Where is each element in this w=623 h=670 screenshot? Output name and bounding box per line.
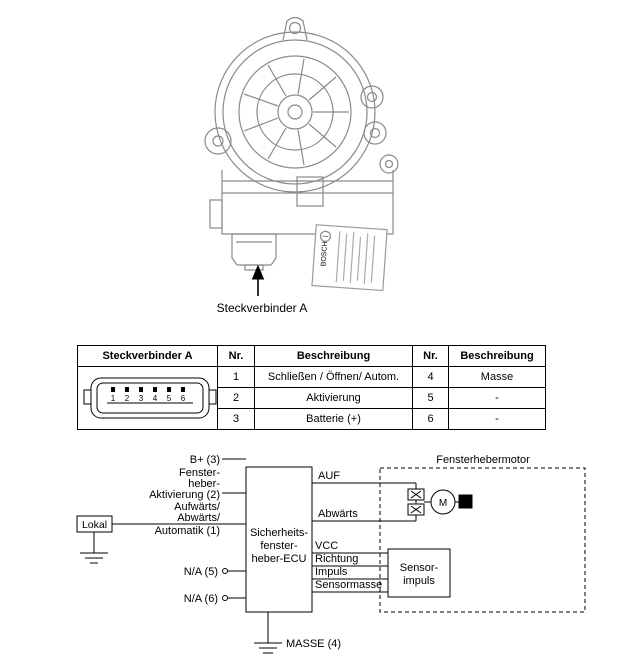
connector-callout-label: Steckverbinder A [217, 301, 308, 315]
col-header-beschreibung-2: Beschreibung [448, 345, 546, 367]
label-na6: N/A (6) [184, 593, 218, 605]
bosch-logo [319, 230, 332, 242]
label-sensormasse: Sensormasse [315, 579, 382, 591]
pin-desc: Batterie (+) [254, 408, 413, 430]
pinout-table: Steckverbinder A Nr. Beschreibung Nr. Be… [77, 345, 546, 430]
sensor-box [387, 548, 451, 598]
sensor-label-1: Sensor- [400, 562, 439, 574]
col-header-connector: Steckverbinder A [77, 345, 218, 367]
connector-face-cell: 1 2 3 4 5 6 [77, 366, 218, 430]
motor-output-block [458, 494, 473, 509]
pin-nr: 2 [217, 387, 255, 409]
pin-nr: 4 [412, 366, 449, 388]
ground-symbol-left [80, 552, 108, 564]
label-automatik-1: Aufwärts/ [174, 501, 221, 513]
label-lokal: Lokal [82, 519, 107, 531]
bosch-label-plate: BOSCH [311, 224, 388, 292]
pin-numbers: 1 2 3 4 5 6 [111, 394, 186, 403]
label-na5: N/A (5) [184, 566, 218, 578]
col-header-beschreibung-1: Beschreibung [254, 345, 413, 367]
label-aktivierung-1: Fenster- [179, 467, 220, 479]
label-aktivierung-2: heber- [188, 478, 220, 490]
col-header-nr-1: Nr. [217, 345, 255, 367]
table-row: 3 Batterie (+) 6 - [78, 408, 546, 430]
sensor-label-2: impuls [403, 575, 435, 587]
pin-desc: Aktivierung [254, 387, 413, 409]
label-auf: AUF [318, 470, 340, 482]
col-header-nr-2: Nr. [412, 345, 449, 367]
wiring-diagram: B+ (3) Fenster- heber- Aktivierung (2) A… [76, 454, 586, 654]
pin-nr: 6 [412, 408, 449, 430]
table-header-row: Steckverbinder A Nr. Beschreibung Nr. Be… [77, 345, 546, 367]
svg-text:2: 2 [125, 394, 130, 403]
fensterhebermotor-enclosure [379, 467, 586, 613]
svg-text:6: 6 [181, 394, 186, 403]
pin-desc: Schließen / Öffnen/ Autom. [254, 366, 413, 388]
motor-illustration: BOSCH Steckverbinder A [204, 16, 399, 315]
label-b-plus: B+ (3) [190, 454, 220, 466]
label-vcc: VCC [315, 540, 338, 552]
svg-text:5: 5 [167, 394, 172, 403]
connector-arrow [251, 264, 265, 296]
motor-terminals [407, 483, 425, 521]
svg-text:1: 1 [111, 394, 116, 403]
table-row: 1 2 3 4 5 6 1 Schließen / Öffnen/ Autom.… [77, 366, 546, 430]
pin-nr: 5 [412, 387, 449, 409]
label-aktivierung-3: Aktivierung (2) [149, 489, 220, 501]
label-masse: MASSE (4) [286, 638, 341, 650]
label-impuls: Impuls [315, 566, 348, 578]
pin-slots [111, 387, 185, 392]
ecu-label-2: fenster- [260, 540, 298, 552]
fensterhebermotor-title: Fensterhebermotor [436, 454, 530, 466]
label-automatik-3: Automatik (1) [155, 525, 220, 537]
svg-text:4: 4 [153, 394, 158, 403]
table-row: 2 Aktivierung 5 - [78, 387, 546, 409]
svg-text:3: 3 [139, 394, 144, 403]
connector-face-drawing: 1 2 3 4 5 6 [83, 377, 217, 419]
wiring-labels: B+ (3) Fenster- heber- Aktivierung (2) A… [82, 454, 530, 650]
impeller-blades [243, 58, 349, 166]
ecu-label-3: heber-ECU [251, 553, 306, 565]
label-richtung: Richtung [315, 553, 358, 565]
wiring-lines [76, 458, 586, 654]
label-automatik-2: Abwärts/ [177, 512, 221, 524]
pin-nr: 3 [217, 408, 255, 430]
ground-symbol-masse [254, 642, 282, 654]
ecu-label-1: Sicherheits- [250, 527, 308, 539]
motor-m-label: M [439, 498, 447, 509]
ecu-box [245, 466, 313, 613]
motor-line-art: BOSCH [204, 16, 399, 292]
pin-desc: - [448, 387, 546, 409]
bosch-brand-text: BOSCH [320, 241, 329, 266]
pin-desc: Masse [448, 366, 546, 388]
label-abwaerts: Abwärts [318, 508, 358, 520]
pin-desc: - [448, 408, 546, 430]
pin-nr: 1 [217, 366, 255, 388]
